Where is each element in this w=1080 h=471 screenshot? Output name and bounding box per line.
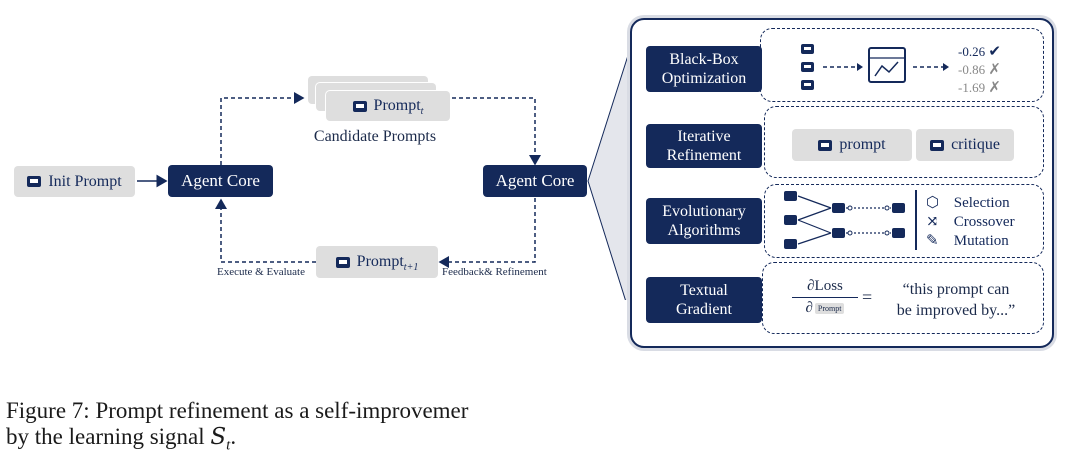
prompt-icon — [352, 100, 367, 112]
shuffle-icon: ⤨ — [926, 214, 939, 230]
caption-line-1: Figure 7: Prompt refinement as a self-im… — [6, 398, 469, 423]
evolutionary-dashed-box — [764, 184, 1044, 258]
agent-core-left: Agent Core — [168, 165, 273, 197]
gradient-denominator-box: Prompt — [814, 303, 845, 314]
score-3: -1.69 ✗ — [958, 80, 1001, 96]
prompt-t1-label: Promptt+1 — [356, 253, 419, 273]
score-1: -0.26 ✔ — [958, 44, 1001, 60]
evo-op-selection: ⬡ Selection — [926, 195, 1010, 211]
agent-core-right: Agent Core — [483, 165, 587, 197]
prompt-icon — [27, 176, 42, 187]
evo-op-mutation: ✎ Mutation — [926, 233, 1009, 249]
prompt-icon — [818, 139, 833, 151]
agent-core-right-label: Agent Core — [495, 171, 575, 190]
cube-icon: ⬡ — [926, 195, 940, 211]
init-prompt-box: Init Prompt — [14, 166, 135, 197]
gradient-equals: = — [862, 287, 873, 307]
init-prompt-label: Init Prompt — [48, 172, 122, 190]
evo-op-crossover: ⤨ Crossover — [926, 214, 1015, 230]
prompt-icon — [930, 139, 945, 151]
prompt-icon — [335, 256, 350, 268]
agent-core-left-label: Agent Core — [181, 171, 260, 190]
dna-icon: ✎ — [926, 233, 939, 249]
candidate-prompt-front: Promptt — [326, 91, 450, 121]
gradient-fraction: ∂Loss ∂ Prompt — [792, 278, 858, 317]
left-connectors — [137, 47, 630, 300]
gradient-quote: “this prompt can be improved by...” — [896, 281, 1016, 319]
refine-critique-box: critique — [916, 129, 1014, 161]
figure-caption: Figure 7: Prompt refinement as a self-im… — [6, 398, 468, 459]
evolution-graphic — [784, 190, 917, 250]
caption-fade-overlay — [560, 395, 1080, 455]
iterative-dashed-box — [764, 106, 1044, 178]
refine-critique-label: critique — [951, 136, 1000, 153]
refine-prompt-box: prompt — [792, 129, 912, 161]
refine-prompt-label: prompt — [839, 136, 886, 153]
feedback-refinement-label: Feedback& Refinement — [442, 266, 547, 278]
caption-line-2: by the learning signal St. — [6, 424, 237, 454]
gradient-denominator-prefix: ∂ — [805, 300, 813, 316]
prompt-t1-box: Promptt+1 — [316, 246, 438, 278]
gradient-dashed-box — [762, 262, 1044, 334]
prompt-t-label: Promptt — [373, 97, 424, 117]
gradient-numerator: ∂Loss — [792, 278, 858, 298]
score-2: -0.86 ✗ — [958, 62, 1001, 78]
blackbox-graphic — [801, 44, 949, 90]
candidate-prompts-caption: Candidate Prompts — [313, 128, 437, 145]
execute-evaluate-label: Execute & Evaluate — [217, 266, 305, 278]
